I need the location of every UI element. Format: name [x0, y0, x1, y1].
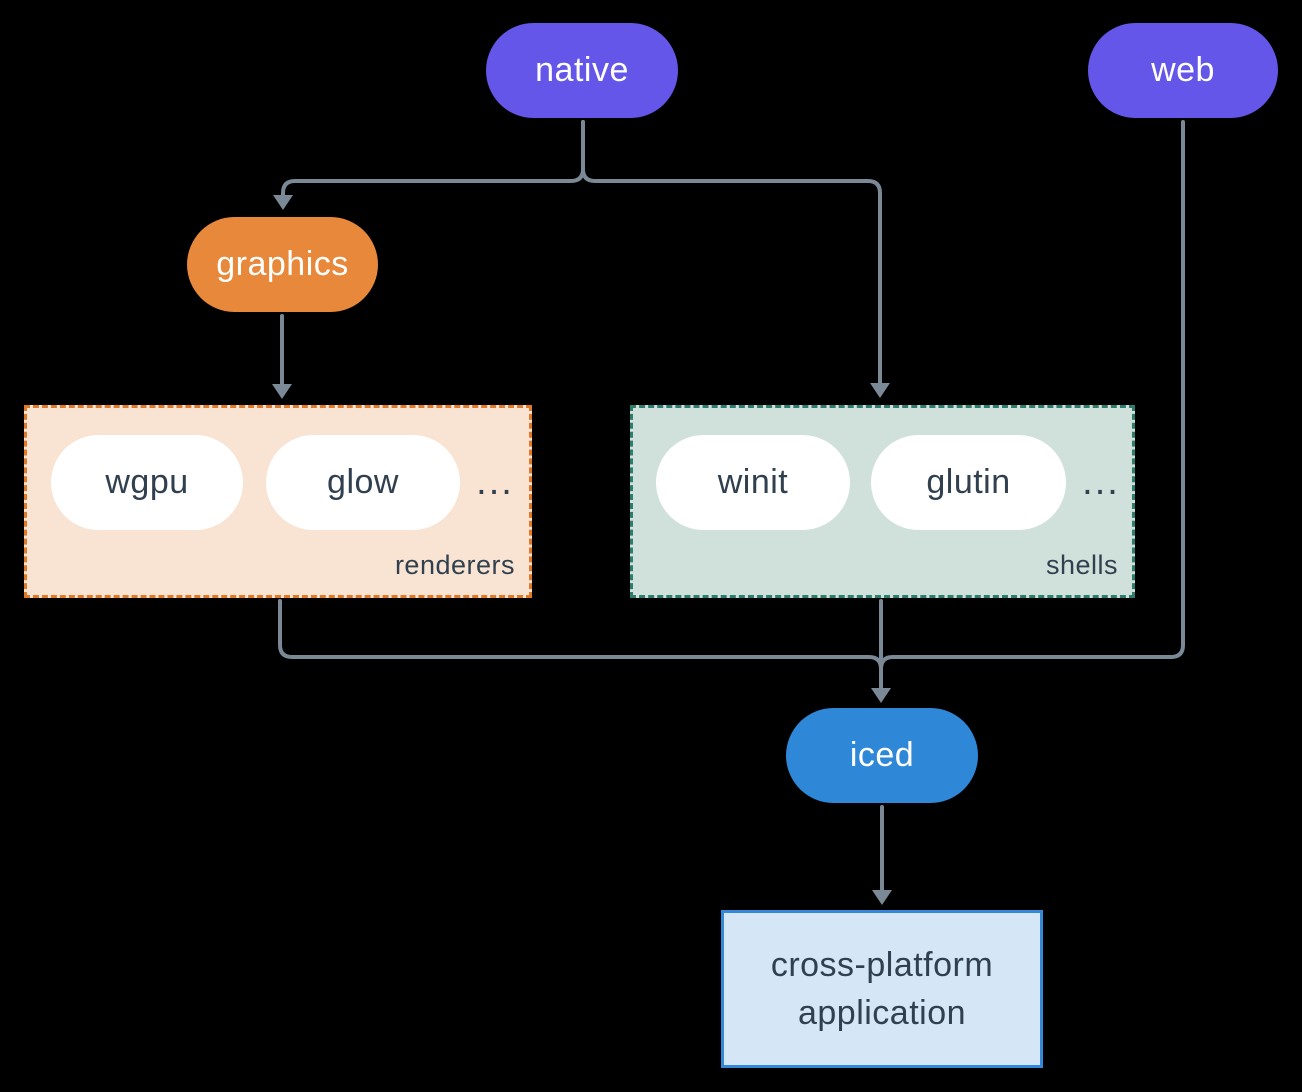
- node-wgpu: wgpu: [51, 435, 243, 530]
- node-wgpu-label: wgpu: [105, 463, 189, 501]
- node-iced: iced: [786, 708, 978, 803]
- node-glutin: glutin: [871, 435, 1066, 530]
- node-graphics-label: graphics: [216, 245, 349, 283]
- node-application-label-line2: application: [797, 994, 967, 1032]
- arrowhead-shells: [870, 383, 890, 398]
- edge-native-graphics: [281, 120, 585, 198]
- group-renderers: wgpu glow ... renderers: [24, 405, 532, 598]
- edge-native-shells: [581, 120, 882, 385]
- node-glutin-label: glutin: [926, 463, 1011, 501]
- node-native-label: native: [535, 51, 629, 89]
- node-graphics: graphics: [187, 217, 378, 312]
- shells-ellipsis: ...: [1071, 435, 1131, 530]
- shells-ellipsis-text: ...: [1082, 461, 1120, 503]
- node-iced-label: iced: [849, 736, 915, 774]
- node-web-label: web: [1151, 51, 1215, 89]
- edge-renderers-iced: [278, 599, 883, 671]
- arrowhead-iced: [871, 688, 891, 703]
- renderers-ellipsis: ...: [465, 435, 525, 530]
- node-application: cross-platform application: [721, 910, 1043, 1068]
- arrowhead-application: [872, 890, 892, 905]
- arrowhead-graphics: [273, 195, 293, 210]
- node-web: web: [1088, 23, 1278, 118]
- node-glow: glow: [266, 435, 460, 530]
- renderers-group-label: renderers: [394, 550, 515, 580]
- arrowhead-renderers: [272, 384, 292, 399]
- node-winit-label: winit: [717, 463, 789, 501]
- node-winit: winit: [656, 435, 850, 530]
- node-glow-label: glow: [327, 463, 399, 501]
- node-application-label-line1: cross-platform: [770, 945, 994, 984]
- node-native: native: [486, 23, 678, 118]
- shells-group-label: shells: [1045, 550, 1118, 580]
- group-shells: winit glutin ... shells: [630, 405, 1135, 598]
- renderers-ellipsis-text: ...: [476, 461, 514, 503]
